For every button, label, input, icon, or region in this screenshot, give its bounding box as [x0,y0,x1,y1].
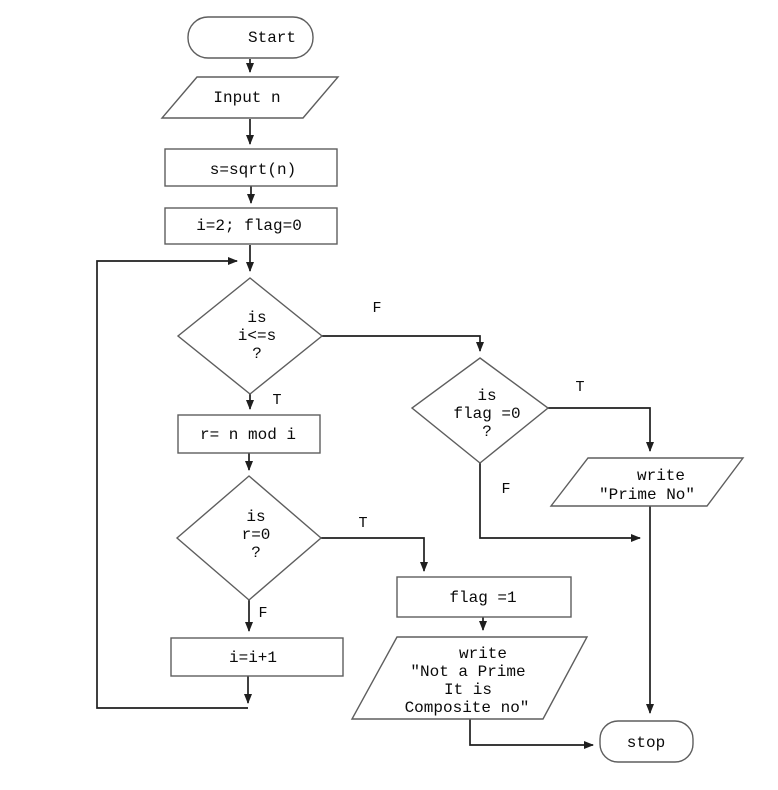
node-check-r-eq-0: is r=0 ? [175,475,323,601]
process-rect-shape [164,207,338,245]
node-label: r= n mod i [200,426,296,444]
branch-label-check-i-false: F [372,300,381,317]
node-label-line: i<=s [238,327,276,345]
node-check-i-le-s: is i<=s ? [176,277,324,395]
branch-label-check-r-false: F [258,605,267,622]
process-rect-shape [177,414,321,454]
node-label-line: flag =0 [453,405,520,423]
node-label: Start [248,29,296,47]
node-check-flag: is flag =0 ? [410,357,550,464]
node-sqrt: s=sqrt(n) [164,148,338,187]
process-rect-shape [170,637,344,677]
node-label-line: "Not a Prime [410,663,525,681]
node-increment: i=i+1 [170,637,344,677]
branch-label-check-flag-true: T [575,379,584,396]
node-write-prime: write "Prime No" [549,457,745,507]
node-mod: r= n mod i [177,414,321,454]
node-label: s=sqrt(n) [210,161,296,179]
edge-loop-back-to-check-i [96,257,248,709]
node-label-line: write [637,467,685,485]
node-label-line: is [477,387,496,405]
node-label-line: is [246,508,265,526]
branch-label-check-flag-false: F [501,481,510,498]
io-parallelogram-shape [350,636,589,720]
decision-diamond-shape [410,357,550,464]
edge-check-flag-true-to-write-prime [548,407,654,452]
node-write-composite: write "Not a Prime It is Composite no" [350,636,589,720]
decision-diamond-shape [175,475,323,601]
node-set-flag: flag =1 [396,576,572,618]
node-label: Input n [213,89,280,107]
node-label: stop [627,734,665,752]
node-label-line: ? [252,345,262,363]
edge-write-composite-to-stop [469,719,594,749]
node-label-line: "Prime No" [599,486,695,504]
decision-diamond-shape [176,277,324,395]
edge-check-i-false-to-check-flag [322,335,484,352]
node-label: i=2; flag=0 [196,217,302,235]
node-label-line: ? [482,423,492,441]
node-input-n: Input n [160,76,340,119]
node-label-line: ? [251,544,261,562]
node-label: i=i+1 [229,649,277,667]
process-rect-shape [164,148,338,187]
node-label-line: Composite no" [405,699,530,717]
terminator-shape [599,720,694,763]
node-stop: stop [599,720,694,763]
edge-check-flag-false-to-stopline [479,463,641,542]
node-label-line: It is [444,681,492,699]
node-label-line: write [459,645,507,663]
node-label-line: is [247,309,266,327]
terminator-shape [187,16,314,59]
node-label-line: r=0 [242,526,271,544]
node-start: Start [187,16,314,59]
branch-label-check-i-true: T [272,392,281,409]
io-parallelogram-shape [549,457,745,507]
edge-check-r-true-to-setflag [321,537,428,572]
process-rect-shape [396,576,572,618]
node-label: flag =1 [449,589,516,607]
node-init: i=2; flag=0 [164,207,338,245]
branch-label-check-r-true: T [358,515,367,532]
io-parallelogram-shape [160,76,340,119]
